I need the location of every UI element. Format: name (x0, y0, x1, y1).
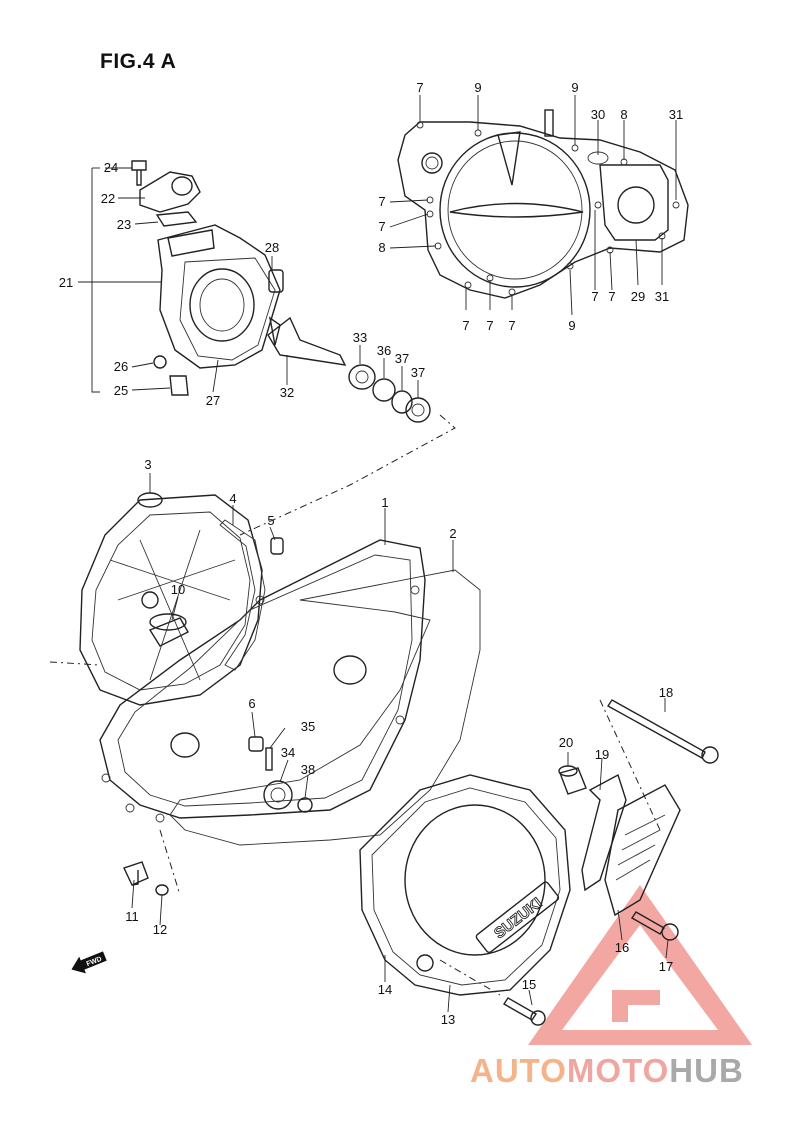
callout-7a: 7 (416, 80, 423, 95)
water-pump-assembly (131, 160, 456, 536)
callout-31a: 31 (669, 107, 683, 122)
callout-36: 36 (377, 343, 391, 358)
callout-15: 15 (522, 977, 536, 992)
callout-28: 28 (265, 240, 279, 255)
watermark-triangle (528, 885, 752, 1045)
callout-18: 18 (659, 685, 673, 700)
crankcase-cover (49, 537, 426, 896)
callout-bracket-21 (91, 167, 100, 393)
callout-34: 34 (281, 745, 295, 760)
callout-22: 22 (101, 191, 115, 206)
callout-20: 20 (559, 735, 573, 750)
callout-14: 14 (378, 982, 392, 997)
watermark-logo-text: AUTOMOTOHUB (470, 1052, 744, 1090)
crankcase-gasket (169, 569, 481, 846)
callout-30: 30 (591, 107, 605, 122)
callout-21: 21 (59, 275, 73, 290)
fastener-parts (439, 699, 719, 1026)
callout-19: 19 (595, 747, 609, 762)
callout-9b: 9 (571, 80, 578, 95)
callout-7h: 7 (608, 289, 615, 304)
callout-25: 25 (114, 383, 128, 398)
watermark-part-moto: MOTO (566, 1052, 670, 1089)
callout-8b: 8 (378, 240, 385, 255)
callout-33: 33 (353, 330, 367, 345)
callout-37b: 37 (411, 365, 425, 380)
callout-38: 38 (301, 762, 315, 777)
callout-13: 13 (441, 1012, 455, 1027)
callout-7g: 7 (591, 289, 598, 304)
callout-8a: 8 (620, 107, 627, 122)
watermark-part-auto: AUTO (470, 1052, 567, 1089)
callout-7c: 7 (378, 219, 385, 234)
callout-10: 10 (171, 582, 185, 597)
callout-labels: 1 2 3 4 5 6 7 7 7 7 7 7 7 7 8 8 9 9 9 10… (59, 80, 683, 1027)
callout-7b: 7 (378, 194, 385, 209)
callout-7d: 7 (462, 318, 469, 333)
callout-17: 17 (659, 959, 673, 974)
callout-4: 4 (229, 491, 236, 506)
callout-27: 27 (206, 393, 220, 408)
clutch-outer-cover: SUZUKI (359, 774, 571, 996)
callout-6: 6 (248, 696, 255, 711)
callout-11: 11 (125, 909, 139, 924)
watermark-part-hub: HUB (669, 1052, 744, 1089)
callout-5: 5 (267, 513, 274, 528)
callout-3: 3 (144, 457, 151, 472)
callout-23: 23 (117, 217, 131, 232)
callout-37a: 37 (395, 351, 409, 366)
leader-lines (78, 95, 677, 1013)
callout-29: 29 (631, 289, 645, 304)
outer-clutch-cover (397, 109, 689, 299)
callout-1: 1 (381, 495, 388, 510)
callout-35: 35 (301, 719, 315, 734)
callout-7f: 7 (508, 318, 515, 333)
callout-12: 12 (153, 922, 167, 937)
fwd-arrow-icon: FWD (71, 951, 107, 974)
callout-9c: 9 (568, 318, 575, 333)
callout-32: 32 (280, 385, 294, 400)
figure-title: FIG.4 A (100, 50, 177, 73)
magneto-cover (79, 492, 266, 706)
callout-31b: 31 (655, 289, 669, 304)
callout-9a: 9 (474, 80, 481, 95)
callout-7e: 7 (486, 318, 493, 333)
callout-24: 24 (104, 160, 118, 175)
callout-2: 2 (449, 526, 456, 541)
callout-16: 16 (615, 940, 629, 955)
callout-26: 26 (114, 359, 128, 374)
